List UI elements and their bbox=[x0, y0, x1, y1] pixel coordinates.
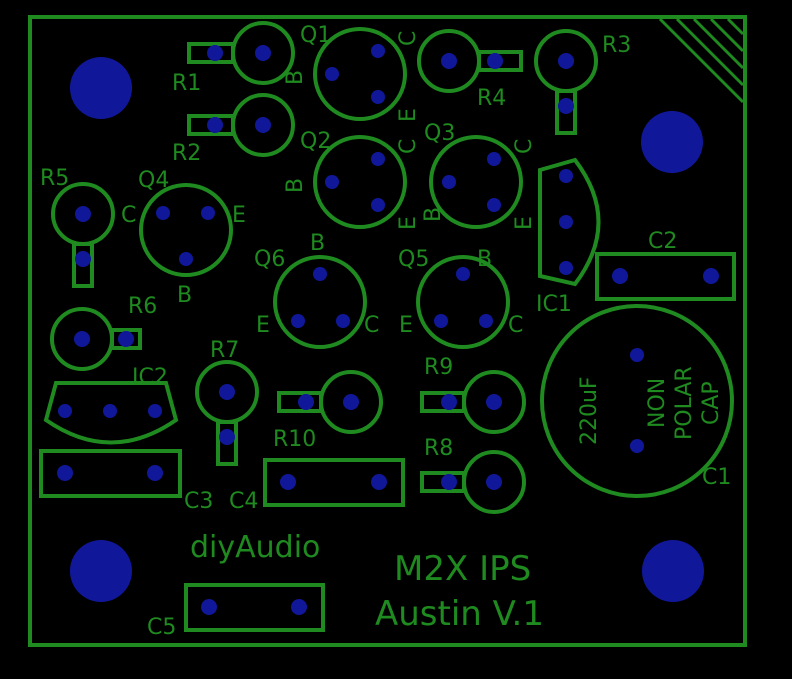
transistor-q5: Q5 B E C bbox=[398, 247, 523, 349]
mounting-hole bbox=[641, 111, 703, 173]
transistor-q6: Q6 B E C bbox=[254, 231, 379, 349]
resistor-upper bbox=[277, 370, 383, 434]
capacitor-c2: C2 bbox=[595, 229, 736, 301]
ref-label: IC2 bbox=[132, 365, 168, 390]
capacitor-c5: C5 bbox=[147, 583, 325, 640]
resistor-r3: R3 bbox=[534, 29, 631, 135]
ref-label: C3 bbox=[184, 489, 213, 514]
c1-value: 220uF bbox=[577, 376, 602, 445]
resistor-r5: R5 bbox=[40, 166, 115, 288]
capacitor-c1: 220uF NON POLAR CAP C1 bbox=[540, 304, 734, 498]
pin-label-e: E bbox=[232, 203, 246, 228]
ref-label: Q5 bbox=[398, 247, 429, 272]
ref-label: Q6 bbox=[254, 247, 285, 272]
pin-label-e: E bbox=[396, 216, 421, 230]
pin-label-c: C bbox=[512, 139, 537, 154]
ref-label: IC1 bbox=[536, 292, 572, 317]
resistor-r1: R1 bbox=[172, 21, 295, 96]
ref-label: Q3 bbox=[424, 121, 455, 146]
ref-label: C4 bbox=[229, 489, 258, 514]
ref-label: R6 bbox=[128, 294, 157, 319]
mounting-hole bbox=[70, 57, 132, 119]
board-title-line1: M2X IPS bbox=[394, 549, 531, 589]
ref-label: R1 bbox=[172, 71, 201, 96]
corner-hatch bbox=[658, 17, 745, 104]
pin-label-c: C bbox=[396, 139, 421, 154]
ref-label: R9 bbox=[424, 355, 453, 380]
ref-label: R5 bbox=[40, 166, 69, 191]
pin-label-e: E bbox=[399, 313, 413, 338]
resistor-r2: R2 bbox=[172, 93, 295, 166]
resistor-r6: R6 bbox=[50, 294, 157, 371]
ref-label: R2 bbox=[172, 141, 201, 166]
pin-label-e: E bbox=[396, 108, 421, 122]
ic1: IC1 bbox=[536, 157, 601, 317]
pin-label-b: B bbox=[283, 178, 308, 193]
pin-label-c: C bbox=[396, 31, 421, 46]
transistor-q3: Q3 B C E bbox=[421, 121, 537, 230]
ref-label: R7 bbox=[210, 338, 239, 363]
pin-label-b: B bbox=[477, 247, 492, 272]
board-outline bbox=[28, 15, 747, 647]
ic2: IC2 bbox=[43, 365, 179, 445]
c1-text-line3: CAP bbox=[699, 381, 724, 425]
transistor-q4: Q4 C E B bbox=[121, 168, 246, 308]
capacitor-c4: C4 R10 bbox=[229, 427, 405, 514]
transistor-q2: Q2 B C E bbox=[283, 129, 421, 230]
ref-label: R10 bbox=[273, 427, 316, 452]
resistor-r7: R7 bbox=[195, 338, 259, 466]
pin-label-b: B bbox=[283, 70, 308, 85]
pin-label-e: E bbox=[512, 216, 537, 230]
ref-label: C1 bbox=[702, 465, 731, 490]
board-title-line2: Austin V.1 bbox=[375, 594, 544, 634]
ref-label: R8 bbox=[424, 436, 453, 461]
transistor-q1: Q1 B C E bbox=[283, 23, 421, 122]
resistor-r8: R8 bbox=[420, 436, 526, 514]
pin-label-e: E bbox=[256, 313, 270, 338]
pin-label-b: B bbox=[310, 231, 325, 256]
mounting-hole bbox=[642, 540, 704, 602]
c1-text-line1: NON bbox=[645, 378, 670, 428]
ref-label: Q4 bbox=[138, 168, 169, 193]
ref-label: C5 bbox=[147, 615, 176, 640]
ref-label: Q2 bbox=[300, 129, 331, 154]
ref-label: Q1 bbox=[300, 23, 331, 48]
ref-label: C2 bbox=[648, 229, 677, 254]
pin-label-c: C bbox=[364, 313, 379, 338]
capacitor-c3: C3 bbox=[39, 449, 213, 514]
resistor-r9: R9 bbox=[420, 355, 526, 434]
brand-label: diyAudio bbox=[190, 530, 320, 565]
ref-label: R3 bbox=[602, 33, 631, 58]
mounting-hole bbox=[70, 540, 132, 602]
c1-text-line2: POLAR bbox=[672, 366, 697, 440]
pin-label-b: B bbox=[421, 207, 446, 222]
pin-label-b: B bbox=[177, 283, 192, 308]
ref-label: R4 bbox=[477, 86, 506, 111]
pin-label-c: C bbox=[508, 313, 523, 338]
pin-label-c: C bbox=[121, 203, 136, 228]
resistor-r4: R4 bbox=[417, 29, 523, 111]
